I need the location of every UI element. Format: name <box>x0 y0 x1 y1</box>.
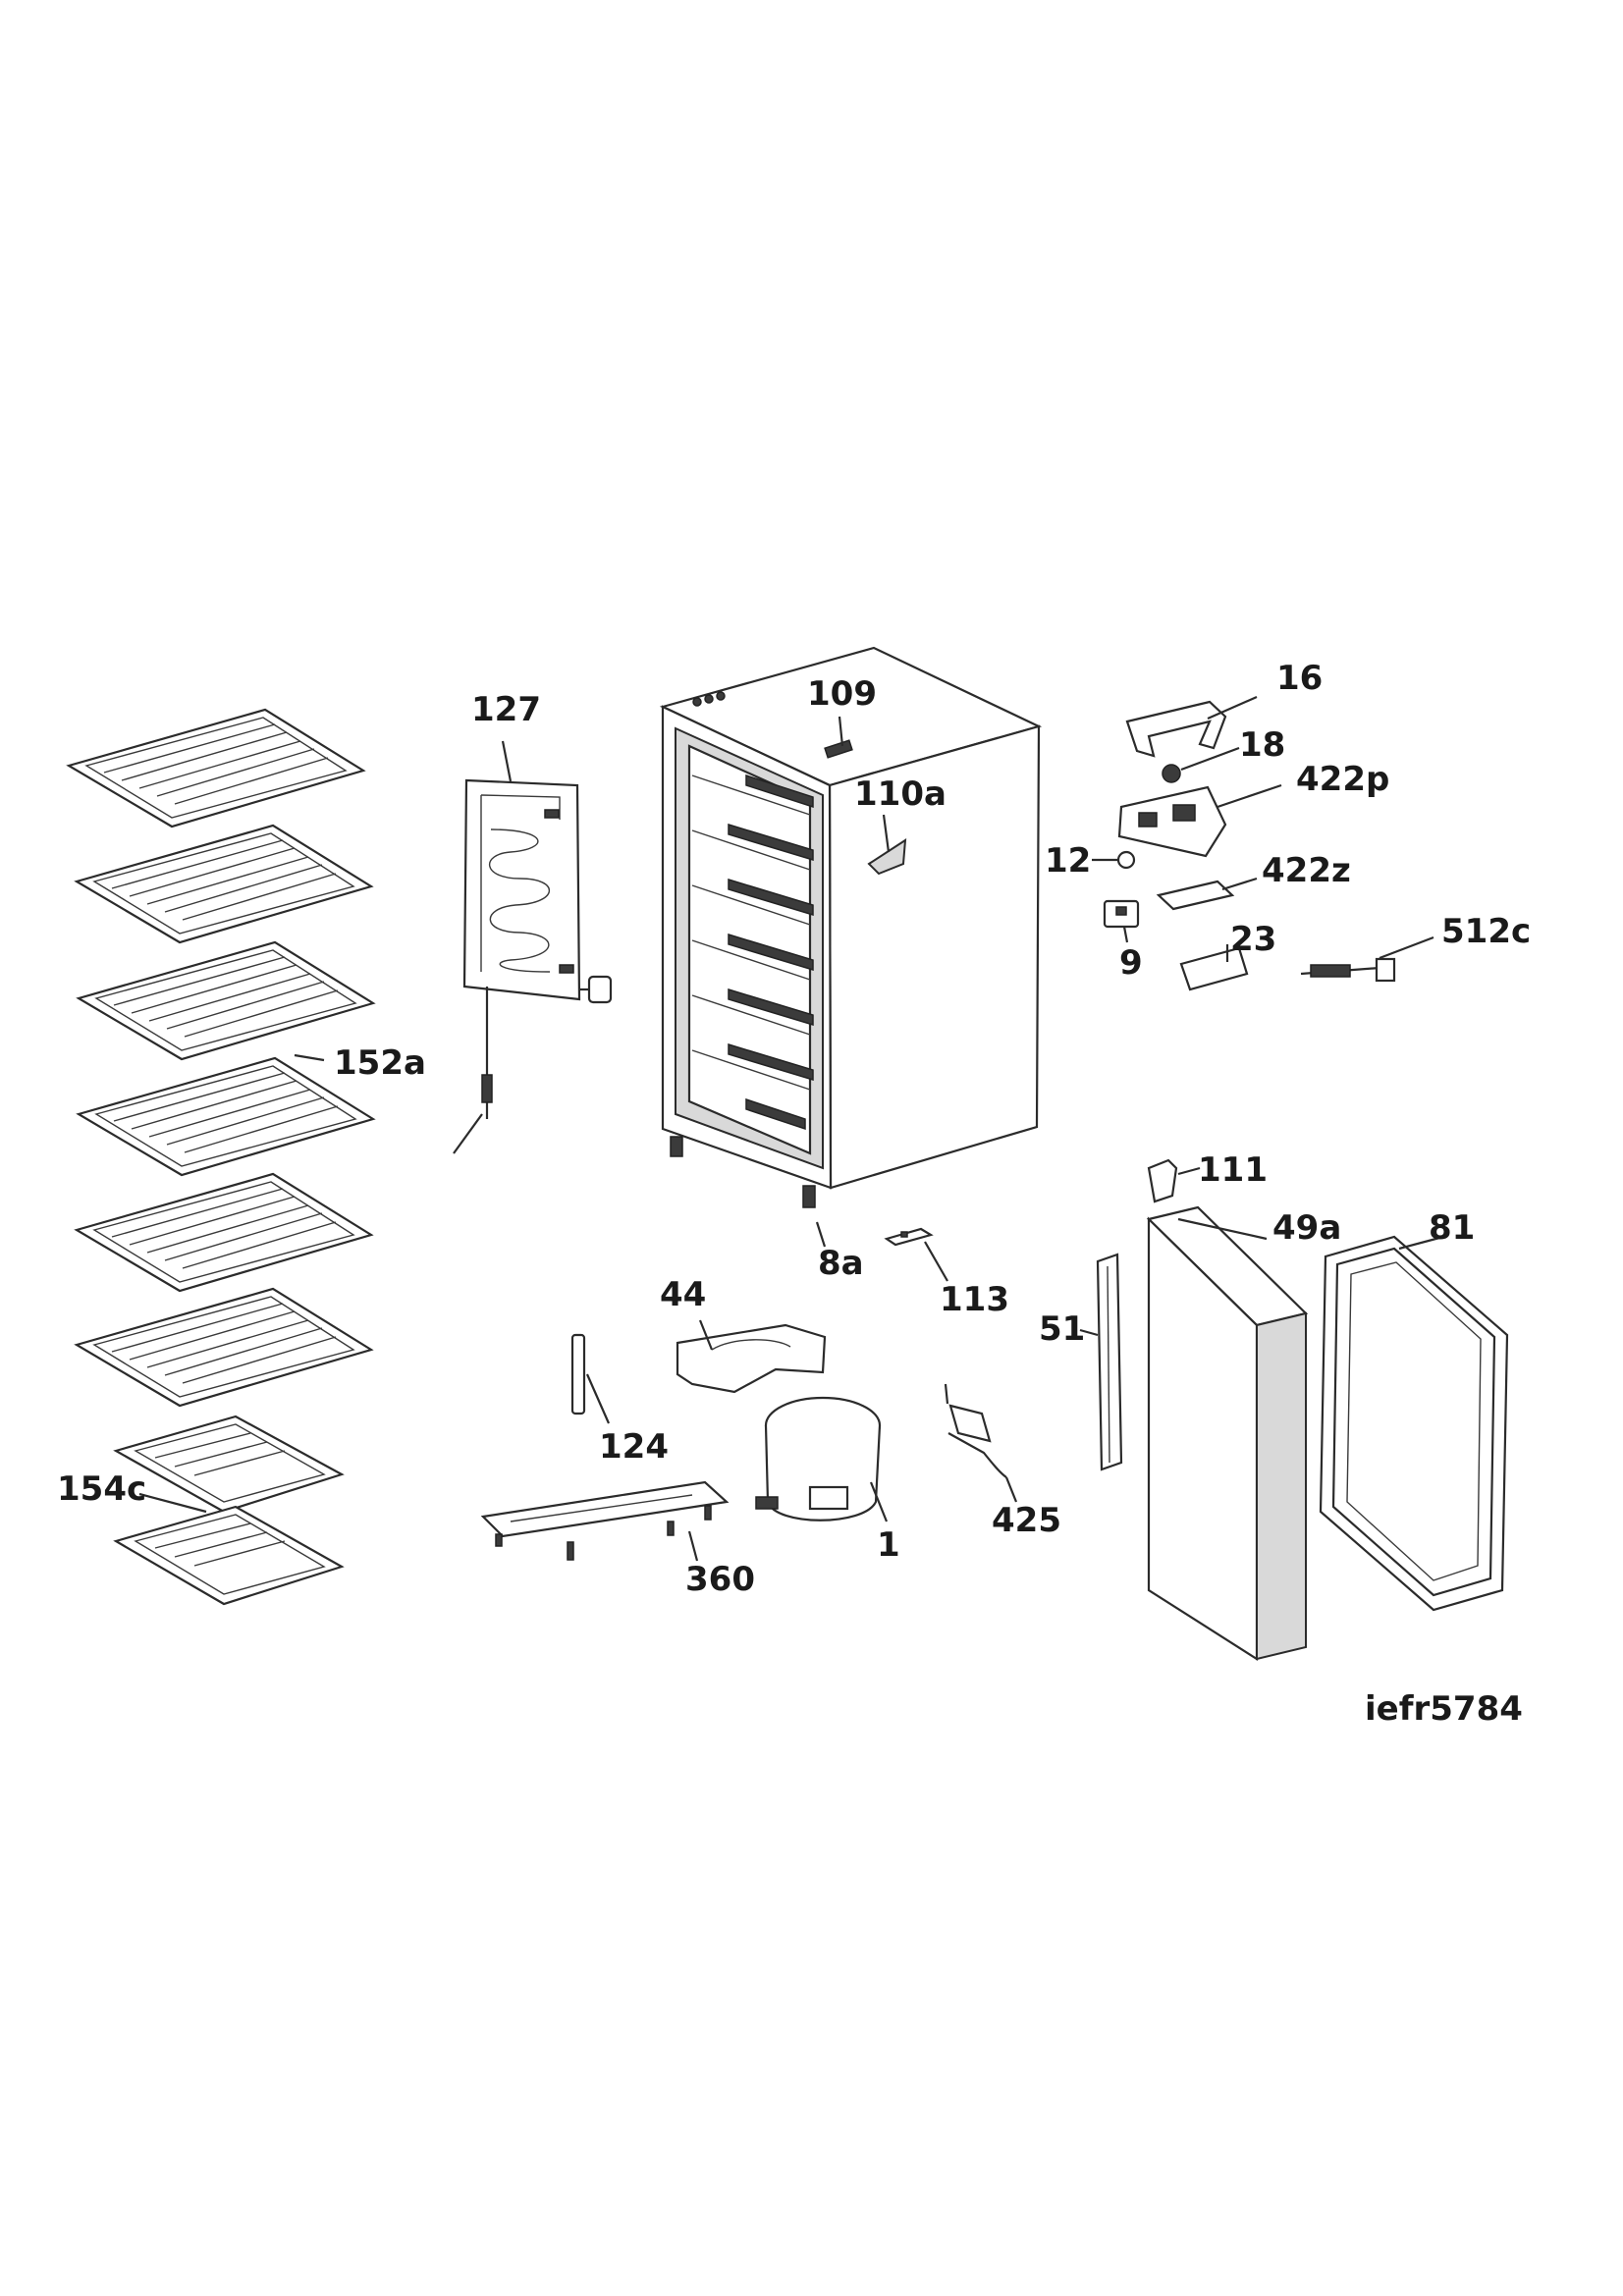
label-23: 23 <box>1230 920 1276 959</box>
label-512c: 512c <box>1441 912 1531 951</box>
label-422z: 422z <box>1262 851 1351 890</box>
leader-109 <box>838 716 844 747</box>
label-51: 51 <box>1039 1309 1085 1349</box>
leader-422p <box>1217 783 1282 809</box>
label-113: 113 <box>940 1280 1009 1319</box>
label-154c: 154c <box>57 1469 146 1509</box>
label-422p: 422p <box>1296 760 1389 799</box>
label-81: 81 <box>1429 1208 1475 1248</box>
evaporator-127 <box>453 778 613 1154</box>
label-9: 9 <box>1119 943 1143 983</box>
leader-360 <box>687 1530 699 1562</box>
leader-512c <box>1379 935 1434 960</box>
leader-113 <box>924 1241 948 1282</box>
label-110a: 110a <box>854 774 947 814</box>
label-1: 1 <box>877 1525 900 1565</box>
cabinet-rails <box>728 774 814 1131</box>
leader-152a <box>294 1053 325 1062</box>
label-109: 109 <box>807 674 877 714</box>
label-49a: 49a <box>1272 1208 1341 1248</box>
label-8a: 8a <box>818 1244 864 1283</box>
leader-111 <box>1177 1166 1201 1176</box>
leader-154c <box>138 1492 207 1514</box>
label-111: 111 <box>1198 1150 1268 1190</box>
label-425: 425 <box>992 1501 1061 1540</box>
leader-124 <box>585 1373 611 1424</box>
label-12: 12 <box>1045 841 1091 881</box>
leader-425 <box>1004 1476 1018 1503</box>
label-152a: 152a <box>334 1043 426 1083</box>
leader-16 <box>1207 695 1258 721</box>
leader-81 <box>1398 1235 1444 1251</box>
door-parts <box>1096 1158 1509 1662</box>
leader-1 <box>869 1481 889 1522</box>
label-44: 44 <box>660 1275 706 1314</box>
leader-422z <box>1221 877 1258 891</box>
half-shelves-154c <box>113 1415 345 1606</box>
leader-110a <box>882 814 891 853</box>
bottom-parts <box>480 1227 1007 1561</box>
label-16: 16 <box>1276 659 1323 698</box>
wire-shelves-152a <box>66 708 376 1408</box>
control-parts <box>1103 700 1396 991</box>
label-18: 18 <box>1239 725 1285 765</box>
leader-9 <box>1122 926 1129 943</box>
leader-51 <box>1079 1328 1099 1337</box>
label-124: 124 <box>599 1427 669 1467</box>
leader-18 <box>1180 746 1240 772</box>
leader-8a <box>815 1221 827 1248</box>
cabinet <box>659 646 1043 1208</box>
diagram-code: iefr5784 <box>1365 1689 1523 1729</box>
leader-49a <box>1177 1217 1268 1241</box>
label-127: 127 <box>471 690 541 729</box>
leader-44 <box>698 1319 714 1351</box>
leader-127 <box>501 740 513 782</box>
label-360: 360 <box>685 1560 755 1599</box>
